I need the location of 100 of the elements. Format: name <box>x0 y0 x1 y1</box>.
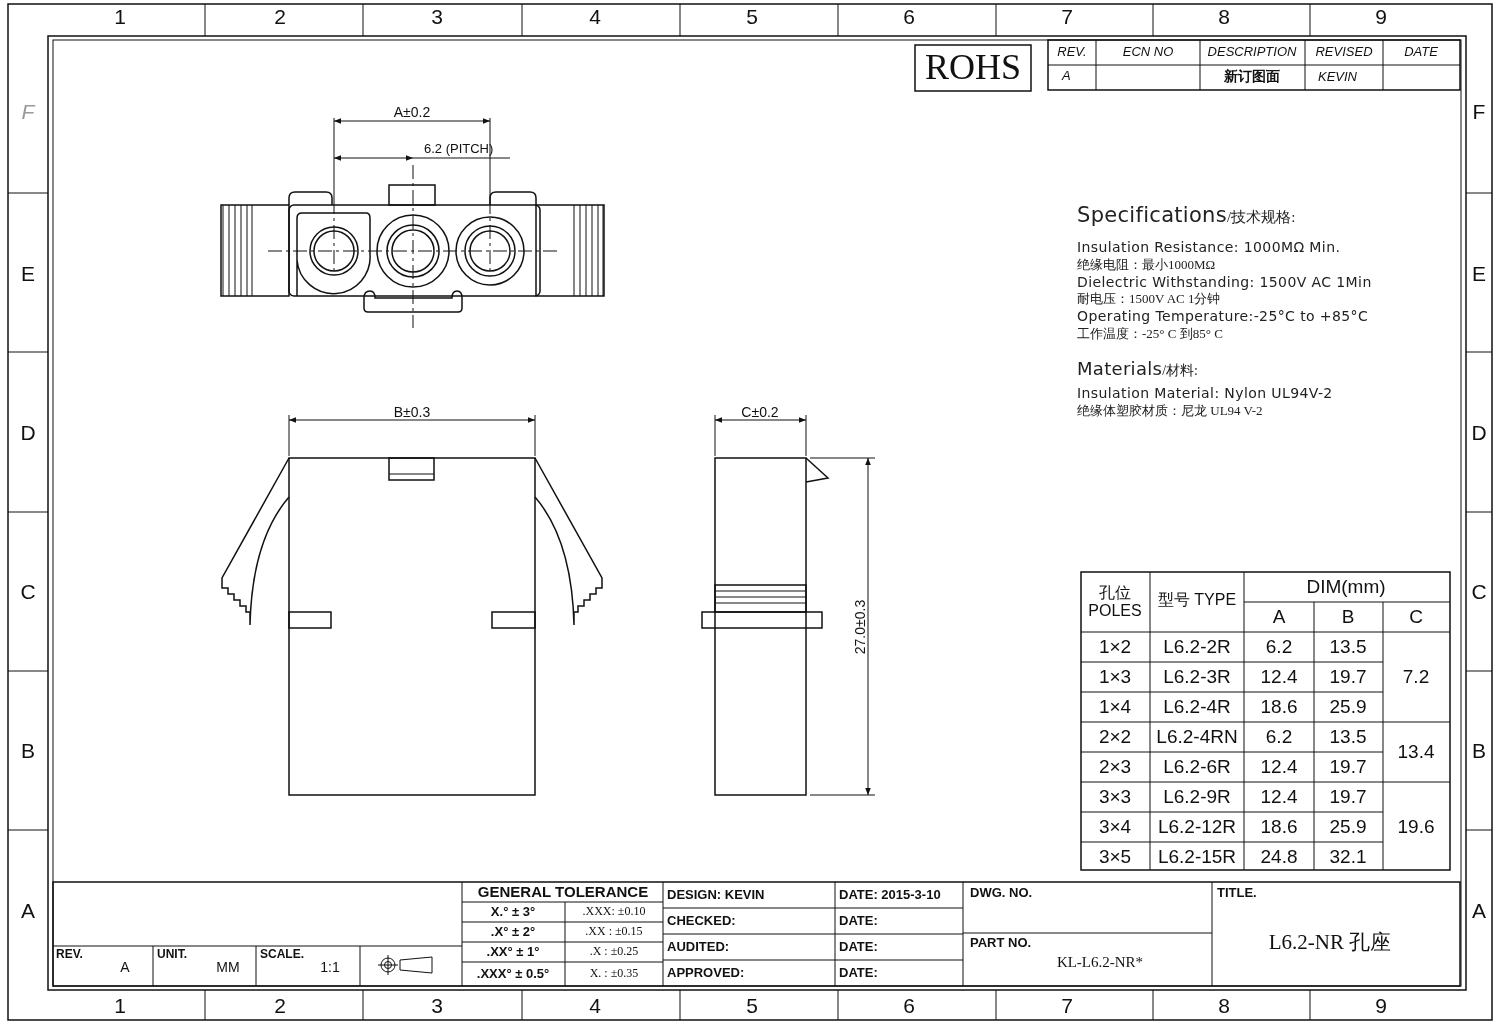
spec-heading: /技术规格: <box>1227 209 1296 225</box>
column-header: DESCRIPTION <box>1206 42 1298 61</box>
tolerance-text: .XX° ± 1° <box>485 943 541 961</box>
column-header: A <box>1271 605 1287 630</box>
table-cell-text: L6.2-15R <box>1156 845 1238 870</box>
table-cell-text: 7.2 <box>1401 665 1431 690</box>
table-cell-text: 2×3 <box>1097 755 1133 780</box>
column-header: C <box>1408 605 1424 630</box>
spec-text: Dielectric Withstanding: 1500V AC 1Min <box>1077 273 1372 291</box>
tolerance-text: .XXX: ±0.10 <box>581 903 647 921</box>
table-cell-text: 19.7 <box>1328 665 1368 690</box>
tolerance-text: .XX : ±0.15 <box>584 923 644 941</box>
table-cell-text: L6.2-2R <box>1162 635 1232 660</box>
zone-letter: E <box>1471 262 1487 286</box>
title-block-text: 1:1 <box>319 958 341 976</box>
zone-number: 1 <box>113 5 127 29</box>
zone-number: 6 <box>902 994 916 1018</box>
table-cell-text: 12.4 <box>1259 755 1299 780</box>
title-block-text: CHECKED: <box>667 911 736 930</box>
zone-number: 3 <box>430 5 444 29</box>
table-cell-text: 新订图面 <box>1223 66 1281 86</box>
table-cell-text: 3×3 <box>1097 785 1133 810</box>
spec-text: 耐电压：1500V AC 1分钟 <box>1077 291 1221 307</box>
title-block-text: DATE: <box>839 963 878 982</box>
title-block-text: DWG. NO. <box>970 883 1033 902</box>
zone-number: 9 <box>1374 994 1388 1018</box>
table-cell-text: L6.2-4R <box>1162 695 1232 720</box>
zone-letter: D <box>1470 421 1488 445</box>
zone-number: 1 <box>113 994 127 1018</box>
spec-text: Insulation Material: Nylon UL94V-2 <box>1077 385 1333 402</box>
tolerance-text: X.° ± 3° <box>489 903 537 921</box>
dimension-text: 6.2 (PITCH) <box>424 141 494 157</box>
tolerance-text: .XXX° ± 0.5° <box>475 965 551 983</box>
zone-number: 3 <box>430 994 444 1018</box>
table-cell-text: 19.6 <box>1396 815 1436 840</box>
zone-letter: A <box>1471 899 1487 923</box>
zone-number: 5 <box>745 5 759 29</box>
table-cell-text: 18.6 <box>1259 815 1299 840</box>
zone-number: 7 <box>1060 994 1074 1018</box>
spec-text: 工作温度：-25° C 到85° C <box>1077 325 1223 342</box>
spec-heading: Materials <box>1077 358 1163 380</box>
table-cell-text: 32.1 <box>1328 845 1368 870</box>
table-cell-text: 1×3 <box>1097 665 1133 690</box>
zone-letter: B <box>20 739 36 763</box>
spec-heading: Specifications <box>1077 203 1227 229</box>
part-number: KL-L6.2-NR* <box>1055 953 1145 973</box>
column-header: ECN NO <box>1121 42 1175 61</box>
table-cell-text: 13.5 <box>1328 635 1368 660</box>
tolerance-text: X. : ±0.35 <box>588 965 640 983</box>
spec-text: Insulation Resistance: 1000MΩ Min. <box>1077 239 1341 256</box>
table-cell-text: 13.4 <box>1396 740 1436 765</box>
title-block-text: APPROVED: <box>667 963 745 982</box>
zone-number: 7 <box>1060 5 1074 29</box>
dimension-text: 27.0±0.3 <box>852 598 868 657</box>
table-cell-text: A <box>1062 66 1071 85</box>
title-block-text: PART NO. <box>970 933 1032 952</box>
zone-letter: D <box>19 421 37 445</box>
table-cell-text: 25.9 <box>1328 815 1368 840</box>
table-cell-text: L6.2-9R <box>1162 785 1232 810</box>
table-cell-text: 24.8 <box>1259 845 1299 870</box>
zone-number: 2 <box>273 994 287 1018</box>
column-header: B <box>1340 605 1356 630</box>
table-cell-text: 3×5 <box>1097 845 1133 870</box>
column-header: REVISED <box>1314 42 1374 61</box>
spec-heading: /材料: <box>1162 363 1198 381</box>
title-block-text: DATE: <box>839 911 878 930</box>
table-cell-text: KEVIN <box>1318 67 1357 86</box>
zone-number: 9 <box>1374 5 1388 29</box>
zone-number: 8 <box>1217 5 1231 29</box>
table-cell-text: L6.2-3R <box>1162 665 1232 690</box>
table-cell-text: 12.4 <box>1259 665 1299 690</box>
column-header: DIM(mm) <box>1305 575 1387 600</box>
zone-letter: F <box>1471 100 1487 124</box>
column-header: 型号 TYPE <box>1156 589 1238 610</box>
spec-text: Operating Temperature:-25°C to +85°C <box>1077 307 1369 325</box>
zone-letter: C <box>1470 580 1488 604</box>
title-block-text: UNIT. <box>157 947 187 963</box>
table-cell-text: 19.7 <box>1328 755 1368 780</box>
table-cell-text: 12.4 <box>1259 785 1299 810</box>
table-cell-text: 6.2 <box>1264 635 1294 660</box>
spec-text: 绝缘体塑胶材质：尼龙 UL94 V-2 <box>1077 402 1263 419</box>
table-cell-text: L6.2-6R <box>1162 755 1232 780</box>
title-block-text: MM <box>215 958 241 976</box>
dimension-text: A±0.2 <box>392 104 432 120</box>
table-cell-text: 19.7 <box>1328 785 1368 810</box>
rohs-mark: ROHS <box>924 48 1022 88</box>
drawing-title: L6.2-NR 孔座 <box>1267 928 1393 956</box>
zone-letter: A <box>20 899 36 923</box>
dimension-text: B±0.3 <box>392 404 432 420</box>
table-cell-text: L6.2-12R <box>1156 815 1238 840</box>
title-block-text: AUDITED: <box>667 937 730 956</box>
zone-letter: E <box>20 262 36 286</box>
zone-number: 5 <box>745 994 759 1018</box>
column-header: 孔位 POLES <box>1087 582 1143 621</box>
zone-letter: B <box>1471 739 1487 763</box>
table-cell-text: 1×4 <box>1097 695 1133 720</box>
zone-letter: F <box>20 100 37 124</box>
zone-number: 8 <box>1217 994 1231 1018</box>
dimension-text: C±0.2 <box>740 404 780 420</box>
table-cell-text: 18.6 <box>1259 695 1299 720</box>
